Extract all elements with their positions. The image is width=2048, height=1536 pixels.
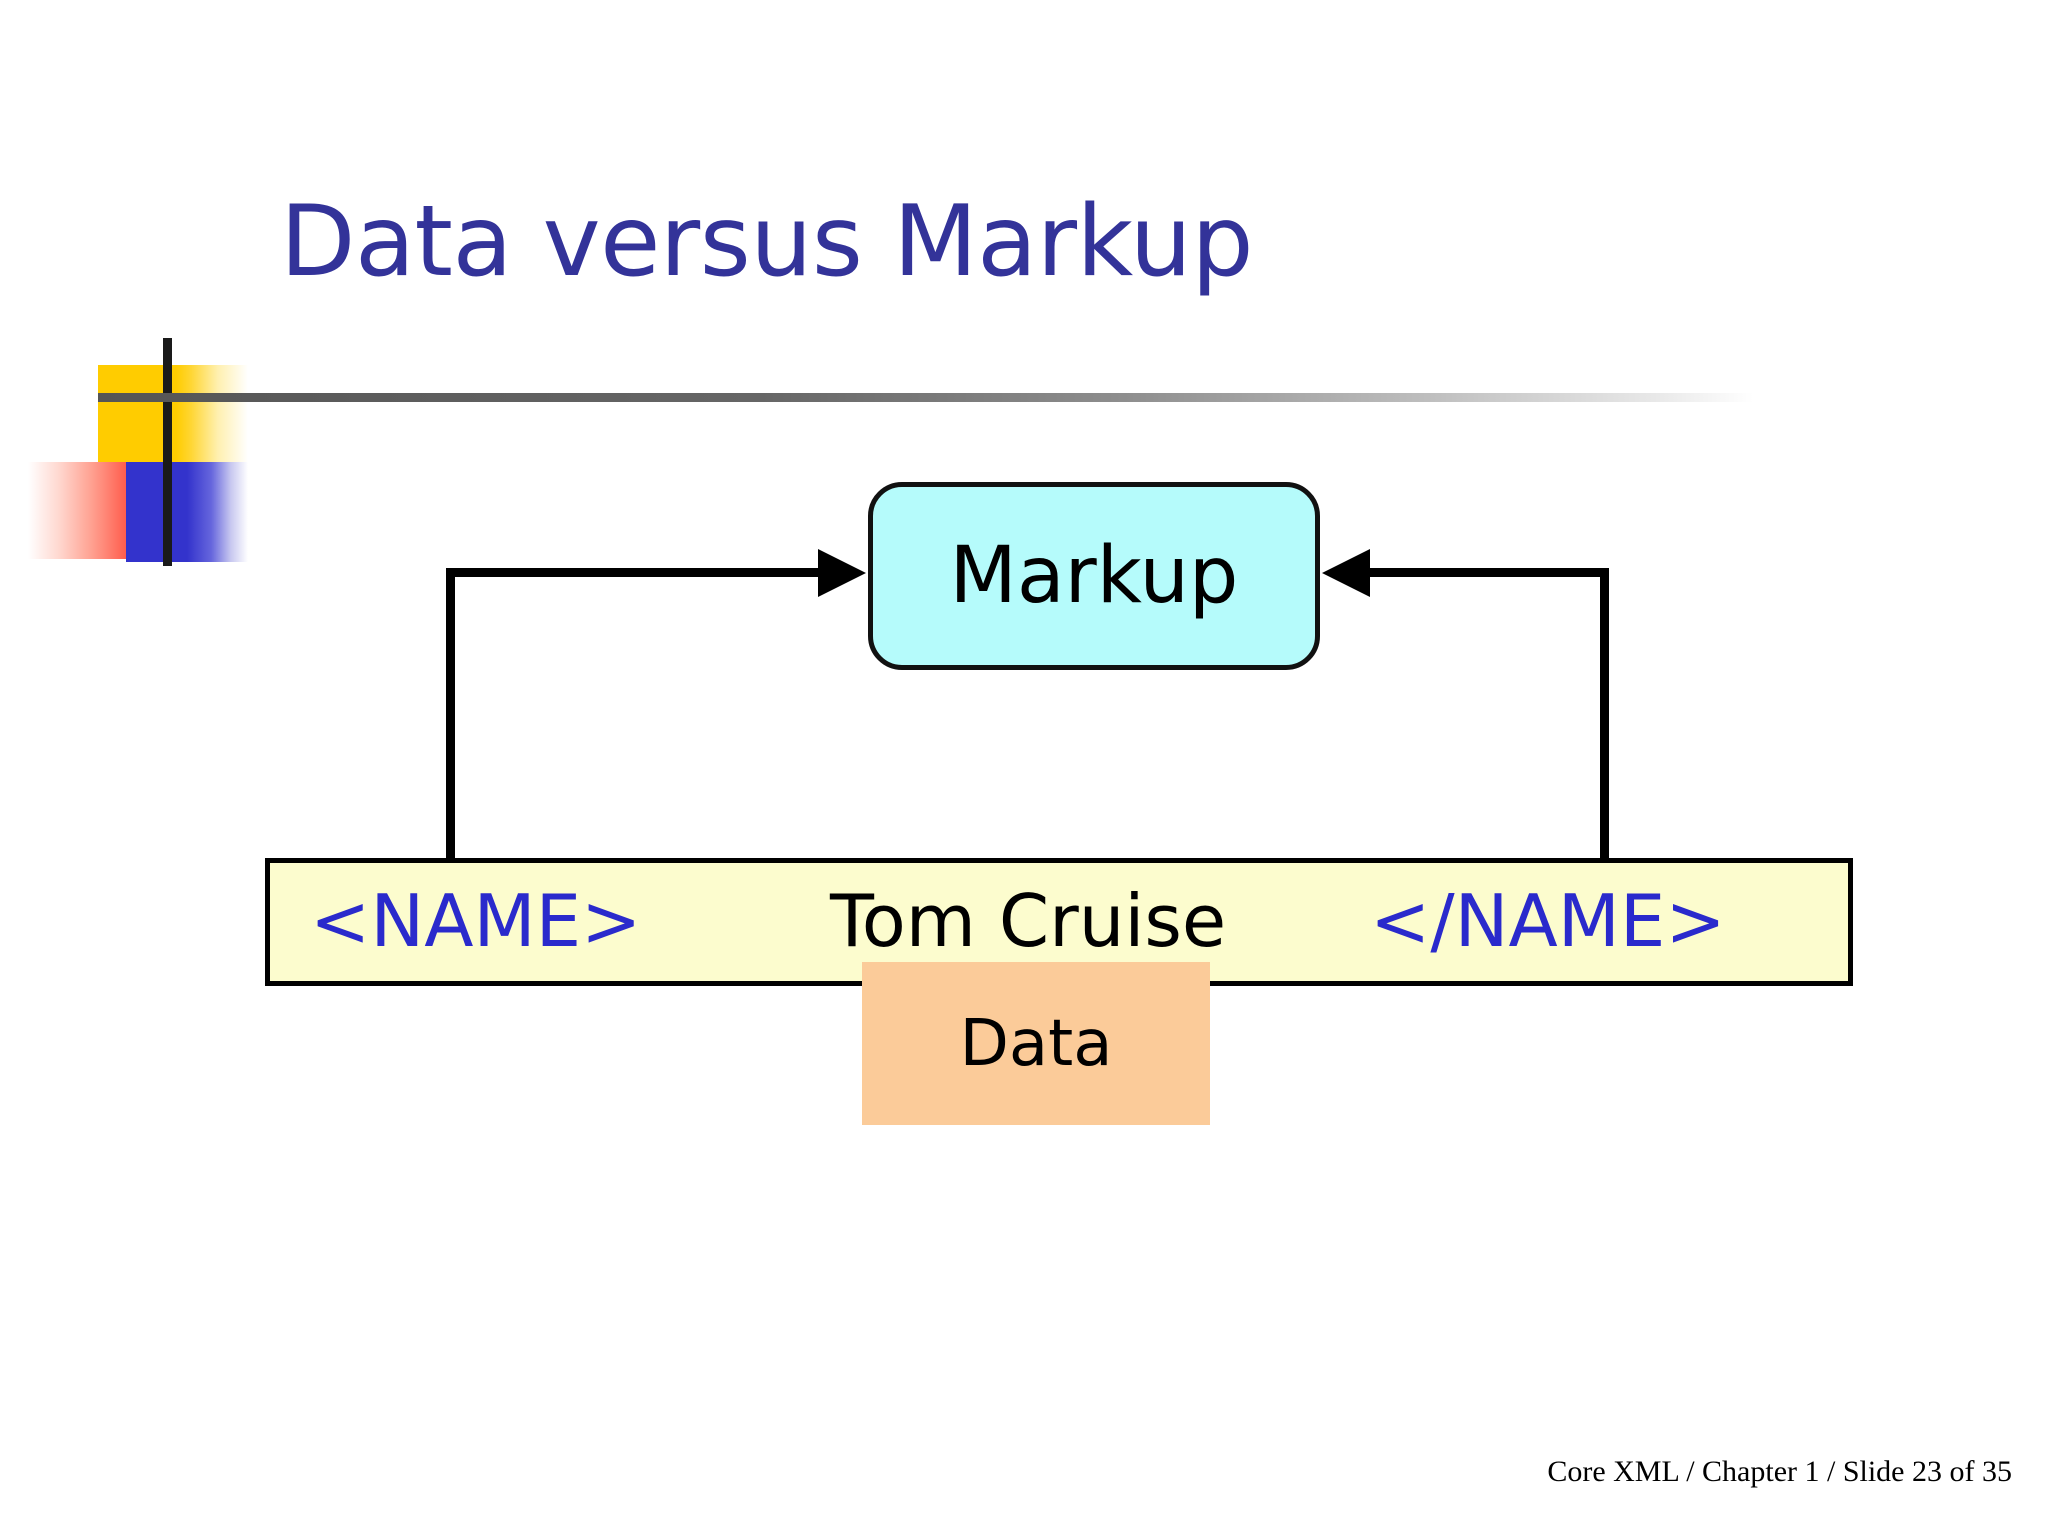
connector-left-vertical	[446, 573, 455, 862]
connector-right-horizontal	[1370, 568, 1609, 577]
markup-callout-label: Markup	[949, 531, 1239, 621]
logo-yellow-square	[98, 365, 248, 465]
data-callout-box: Data	[862, 962, 1210, 1125]
data-callout-label: Data	[959, 1006, 1113, 1081]
arrow-left-icon	[1322, 549, 1370, 597]
xml-open-tag: <NAME>	[310, 879, 642, 963]
slide-title: Data versus Markup	[280, 185, 1254, 299]
title-divider	[98, 393, 1753, 402]
xml-element-bar: <NAME> Tom Cruise </NAME>	[265, 858, 1853, 986]
slide-footer: Core XML / Chapter 1 / Slide 23 of 35	[1547, 1455, 2012, 1488]
markup-callout-box: Markup	[868, 482, 1320, 670]
connector-left-horizontal	[446, 568, 821, 577]
connector-right-vertical	[1600, 573, 1609, 862]
decorative-logo	[0, 140, 300, 566]
xml-close-tag: </NAME>	[1370, 879, 1726, 963]
logo-vertical-bar	[163, 338, 172, 566]
xml-text-node: Tom Cruise	[830, 879, 1227, 963]
logo-blue-square	[126, 462, 248, 562]
arrow-right-icon	[818, 549, 866, 597]
